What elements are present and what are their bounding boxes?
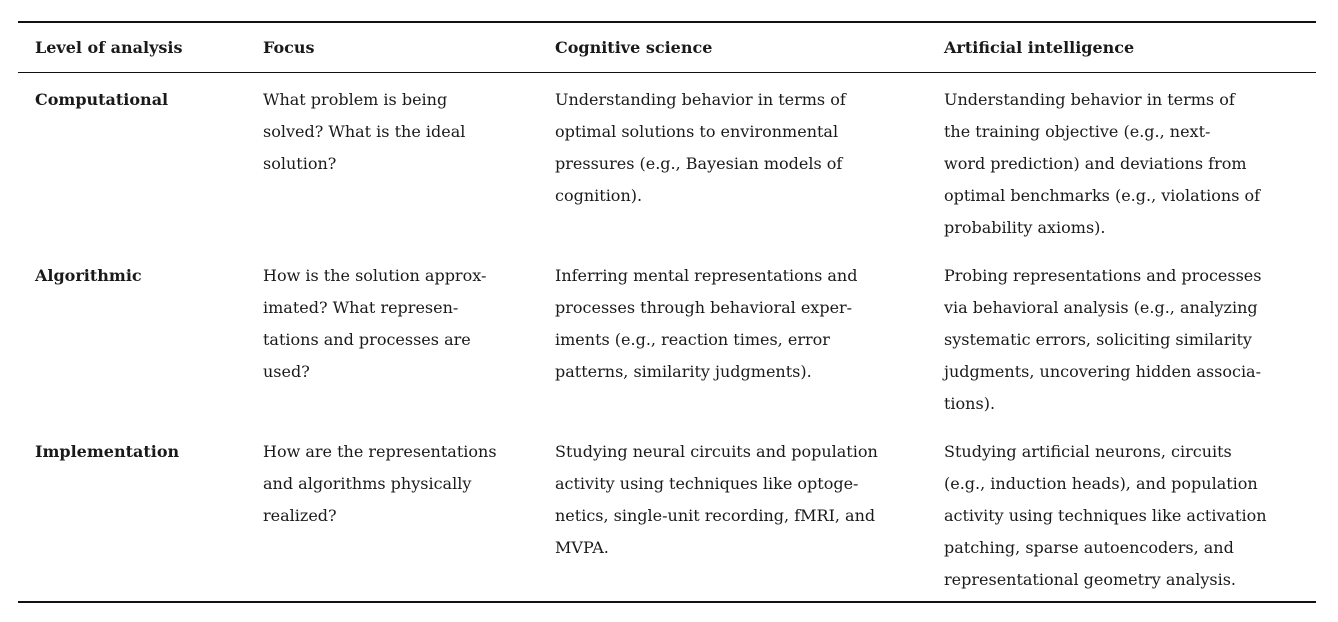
text-line: What problem is being: [263, 90, 448, 109]
text-line: used?: [263, 362, 310, 381]
ai-cell: Probing representations and processes vi…: [944, 260, 1304, 420]
focus-cell: What problem is being solved? What is th…: [263, 84, 523, 180]
text-line: judgments, uncovering hidden associa-: [944, 362, 1261, 381]
text-line: activity using techniques like activatio…: [944, 506, 1267, 525]
text-line: patterns, similarity judgments).: [555, 362, 812, 381]
ai-cell: Understanding behavior in terms of the t…: [944, 84, 1304, 244]
text-line: Understanding behavior in terms of: [555, 90, 846, 109]
text-line: patching, sparse autoencoders, and: [944, 538, 1234, 557]
text-line: MVPA.: [555, 538, 609, 557]
text-line: tations and processes are: [263, 330, 471, 349]
levels-of-analysis-table: Level of analysis Focus Cognitive scienc…: [18, 21, 1316, 603]
header-focus: Focus: [263, 38, 315, 57]
header-level-of-analysis: Level of analysis: [35, 38, 183, 57]
text-line: optimal benchmarks (e.g., violations of: [944, 186, 1261, 205]
level-cell: Computational: [35, 90, 169, 109]
text-line: the training objective (e.g., next-: [944, 122, 1211, 141]
header-artificial-intelligence: Artificial intelligence: [944, 38, 1135, 57]
header-cognitive-science: Cognitive science: [555, 38, 713, 57]
text-line: realized?: [263, 506, 337, 525]
text-line: systematic errors, soliciting similarity: [944, 330, 1252, 349]
text-line: Studying neural circuits and population: [555, 442, 878, 461]
text-line: probability axioms).: [944, 218, 1106, 237]
text-line: optimal solutions to environmental: [555, 122, 839, 141]
focus-cell: How are the representations and algorith…: [263, 436, 523, 532]
text-line: iments (e.g., reaction times, error: [555, 330, 830, 349]
cogsci-cell: Studying neural circuits and population …: [555, 436, 917, 564]
text-line: (e.g., induction heads), and population: [944, 474, 1258, 493]
text-line: Inferring mental representations and: [555, 266, 858, 285]
text-line: and algorithms physically: [263, 474, 472, 493]
table-header-row: Level of analysis Focus Cognitive scienc…: [18, 23, 1316, 73]
text-line: How are the representations: [263, 442, 497, 461]
text-line: activity using techniques like optoge-: [555, 474, 859, 493]
text-line: processes through behavioral exper-: [555, 298, 853, 317]
cogsci-cell: Inferring mental representations and pro…: [555, 260, 917, 388]
focus-cell: How is the solution approx- imated? What…: [263, 260, 523, 388]
text-line: word prediction) and deviations from: [944, 154, 1247, 173]
text-line: How is the solution approx-: [263, 266, 487, 285]
cogsci-cell: Understanding behavior in terms of optim…: [555, 84, 917, 212]
text-line: Probing representations and processes: [944, 266, 1262, 285]
level-cell: Algorithmic: [35, 266, 142, 285]
table-row: Algorithmic How is the solution approx- …: [18, 249, 1316, 425]
text-line: via behavioral analysis (e.g., analyzing: [944, 298, 1258, 317]
text-line: Studying artificial neurons, circuits: [944, 442, 1232, 461]
text-line: solved? What is the ideal: [263, 122, 466, 141]
text-line: tions).: [944, 394, 996, 413]
text-line: representational geometry analysis.: [944, 570, 1237, 589]
text-line: cognition).: [555, 186, 643, 205]
text-line: netics, single-unit recording, fMRI, and: [555, 506, 876, 525]
text-line: pressures (e.g., Bayesian models of: [555, 154, 843, 173]
level-cell: Implementation: [35, 442, 180, 461]
text-line: solution?: [263, 154, 337, 173]
text-line: imated? What represen-: [263, 298, 459, 317]
table-row: Computational What problem is being solv…: [18, 73, 1316, 249]
table-row: Implementation How are the representatio…: [18, 425, 1316, 601]
text-line: Understanding behavior in terms of: [944, 90, 1235, 109]
ai-cell: Studying artificial neurons, circuits (e…: [944, 436, 1304, 596]
